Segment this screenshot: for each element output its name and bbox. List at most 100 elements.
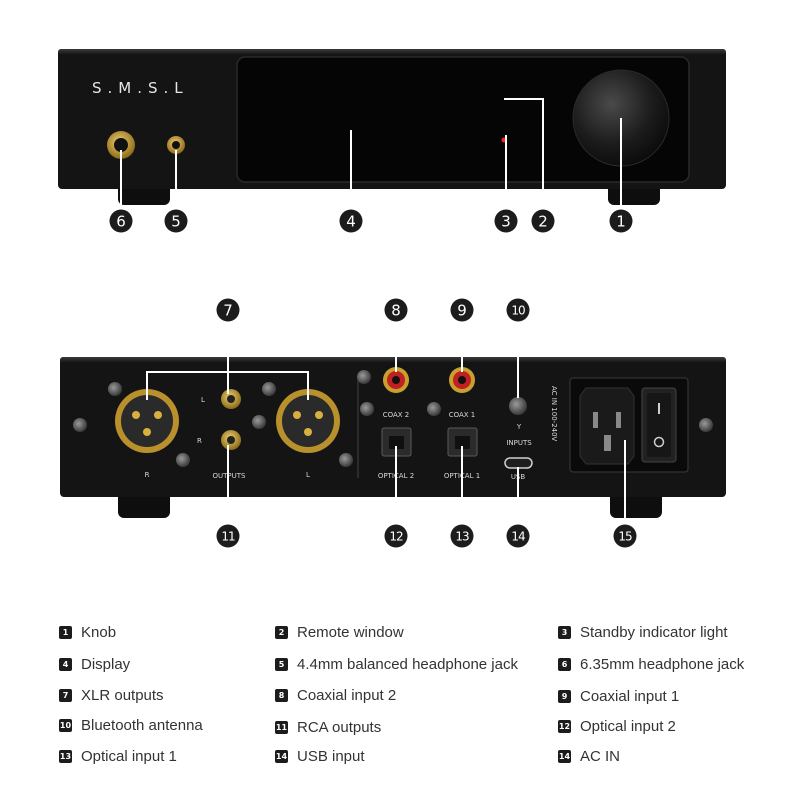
outputs-label: OUTPUTS [213, 472, 247, 480]
rear-foot-right [610, 492, 662, 518]
legend-text: XLR outputs [81, 686, 164, 704]
legend-text: Coaxial input 2 [297, 686, 397, 704]
coax-input-1 [449, 367, 475, 393]
legend-badge: 1 [59, 625, 72, 639]
svg-text:3: 3 [501, 213, 511, 231]
rear-leader-lines [146, 322, 626, 525]
legend-item: 3 Standby indicator light [558, 622, 728, 642]
screws [73, 370, 713, 467]
legend-text: Knob [81, 623, 117, 641]
rca-r-label: R [197, 437, 202, 445]
xlr-r-label: R [145, 471, 150, 479]
coax2-label: COAX 2 [383, 411, 410, 419]
legend-item: 14 USB input [275, 746, 365, 766]
callout-15: 15 [613, 524, 637, 548]
legend-item: 7 XLR outputs [59, 685, 164, 705]
legend-item: 11 RCA outputs [275, 717, 381, 737]
xlr-l-label: L [306, 471, 310, 479]
legend-item: 2 Remote window [275, 622, 404, 642]
legend-text: AC IN [580, 747, 621, 765]
xlr-output-r [115, 389, 179, 453]
svg-text:8: 8 [391, 302, 401, 320]
legend-text: Display [81, 655, 131, 673]
callout-1: 1 [609, 209, 633, 233]
svg-text:1: 1 [616, 213, 626, 231]
legend-badge: 3 [558, 625, 571, 639]
front-leader-lines [120, 98, 622, 210]
front-panel: S.M.S.L [58, 49, 726, 205]
legend-item: 6 6.35mm headphone jack [558, 654, 744, 674]
legend-item: 14 AC IN [558, 746, 620, 766]
legend-text: 6.35mm headphone jack [580, 655, 745, 673]
callout-4: 4 [339, 209, 363, 233]
legend-badge: 14 [275, 749, 288, 763]
legend-item: 4 Display [59, 654, 130, 674]
svg-text:12: 12 [389, 530, 403, 544]
front-callouts: 6 5 4 3 2 1 [109, 209, 633, 233]
svg-text:14: 14 [511, 530, 525, 544]
callout-10: 10 [506, 298, 530, 322]
rear-callouts: 7 8 9 10 11 12 13 14 15 [216, 298, 637, 548]
legend-text: Bluetooth antenna [81, 716, 203, 734]
inputs-label: INPUTS [506, 439, 532, 447]
rca-output-l [221, 389, 241, 409]
legend-badge: 8 [275, 688, 288, 702]
callout-14: 14 [506, 524, 530, 548]
legend-item: 1 Knob [59, 622, 116, 642]
legend-badge: 14 [558, 749, 571, 763]
legend-item: 12 Optical input 2 [558, 716, 676, 736]
legend-item: 8 Coaxial input 2 [275, 685, 396, 705]
legend-text: Remote window [297, 623, 404, 641]
callout-5: 5 [164, 209, 188, 233]
svg-text:7: 7 [223, 302, 233, 320]
rear-panel: R L L R OUTPUTS COAX 2 [60, 357, 726, 518]
callout-11: 11 [216, 524, 240, 548]
antenna-icon: Y [516, 423, 522, 431]
legend-text: USB input [297, 747, 365, 765]
callout-8: 8 [384, 298, 408, 322]
legend-item: 5 4.4mm balanced headphone jack [275, 654, 518, 674]
legend-item: 13 Optical input 1 [59, 746, 177, 766]
brand-logo: S.M.S.L [92, 79, 189, 97]
legend-badge: 6 [558, 657, 571, 671]
callout-2: 2 [531, 209, 555, 233]
iec-inlet [579, 387, 635, 465]
callout-7: 7 [216, 298, 240, 322]
legend-text: Optical input 2 [580, 717, 676, 735]
legend-text: RCA outputs [297, 718, 382, 736]
rear-foot-left [118, 492, 170, 518]
xlr-output-l [276, 389, 340, 453]
legend-item: 9 Coaxial input 1 [558, 686, 679, 706]
callout-3: 3 [494, 209, 518, 233]
callout-13: 13 [450, 524, 474, 548]
legend-badge: 9 [558, 689, 571, 703]
switch-off-mark [653, 436, 665, 448]
svg-text:10: 10 [511, 304, 525, 318]
legend-badge: 13 [59, 749, 72, 763]
svg-text:9: 9 [457, 302, 467, 320]
usb-input [504, 457, 533, 469]
legend-badge: 7 [59, 688, 72, 702]
svg-text:15: 15 [618, 530, 632, 544]
svg-text:6: 6 [116, 213, 126, 231]
legend-badge: 12 [558, 719, 571, 733]
coax1-label: COAX 1 [449, 411, 476, 419]
legend-badge: 11 [275, 720, 288, 734]
legend-badge: 2 [275, 625, 288, 639]
svg-text:11: 11 [221, 530, 235, 544]
svg-text:2: 2 [538, 213, 548, 231]
rca-output-r [221, 430, 241, 450]
legend-badge: 5 [275, 657, 288, 671]
ac-in-label: AC IN 100-240V [550, 386, 558, 442]
rca-l-label: L [201, 396, 205, 404]
svg-text:5: 5 [171, 213, 181, 231]
svg-text:4: 4 [346, 213, 356, 231]
svg-text:13: 13 [455, 530, 469, 544]
legend-badge: 10 [59, 718, 72, 732]
callout-9: 9 [450, 298, 474, 322]
legend-text: Optical input 1 [81, 747, 177, 765]
bluetooth-antenna-connector [509, 397, 527, 415]
legend-text: Coaxial input 1 [580, 687, 680, 705]
